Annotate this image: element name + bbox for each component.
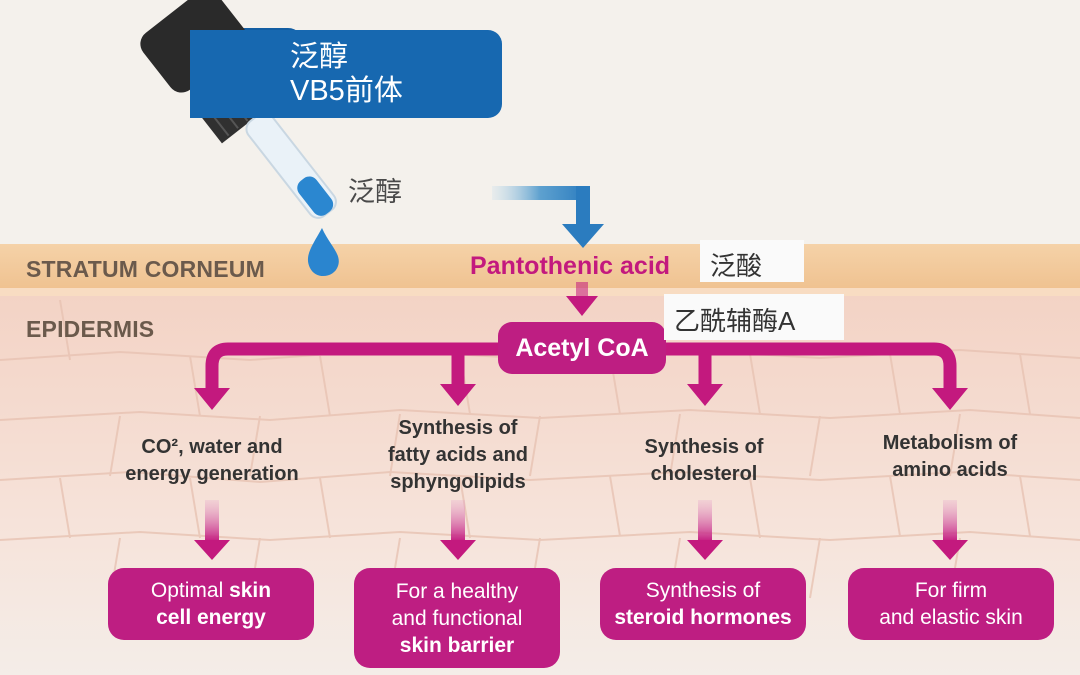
stratum-corneum-label: STRATUM CORNEUM xyxy=(26,256,265,282)
result-steroid-line2: steroid hormones xyxy=(614,606,792,629)
panthenol-drop-label: 泛醇 xyxy=(348,177,402,207)
result-firm-line1: For firm xyxy=(914,579,988,602)
pathway-amino-line1: Metabolism of xyxy=(882,432,1018,454)
epidermis-label: EPIDERMIS xyxy=(26,316,155,342)
cell-pattern xyxy=(0,299,1080,599)
panthenol-label-box: 泛醇 VB5前体 xyxy=(190,30,502,118)
branch-connector xyxy=(205,342,957,390)
pathway-cholesterol-line2: cholesterol xyxy=(650,463,758,485)
result-firm-elastic-skin: For firm and elastic skin xyxy=(848,568,1054,640)
pathway-energy-line1: CO², water and xyxy=(141,436,283,458)
blue-flow-arrow xyxy=(492,186,604,248)
panthenol-label-line1: 泛醇 xyxy=(290,41,349,73)
result-steroid-line1: Synthesis of xyxy=(645,579,761,602)
lower-arrows xyxy=(194,500,968,560)
pathway-amino-line2: amino acids xyxy=(892,459,1008,481)
pantothenic-acid-label: Pantothenic acid xyxy=(470,252,671,280)
panthenol-label-line2: VB5前体 xyxy=(290,75,403,107)
result-skin-barrier: For a healthy and functional skin barrie… xyxy=(354,568,560,668)
result-barrier-line3: skin barrier xyxy=(399,633,515,657)
pantothenic-acid-cn-label: 泛酸 xyxy=(700,240,804,282)
pathway-energy-text: CO², water and energy generation xyxy=(102,434,322,488)
pathway-lipids-text: Synthesis of fatty acids and sphyngolipi… xyxy=(350,415,566,496)
result-energy-part1: Optimal xyxy=(150,579,230,602)
result-barrier-line2: and functional xyxy=(391,606,523,630)
result-steroid-hormones: Synthesis of steroid hormones xyxy=(600,568,806,640)
pathway-cholesterol-line1: Synthesis of xyxy=(644,436,764,458)
pathway-cholesterol-text: Synthesis of cholesterol xyxy=(612,434,796,488)
result-energy-part3: cell energy xyxy=(156,606,266,629)
result-firm-line2: and elastic skin xyxy=(879,606,1023,629)
pathway-lipids-line2: fatty acids and xyxy=(387,444,529,466)
result-barrier-line1: For a healthy xyxy=(395,579,519,603)
pathway-lipids-line3: sphyngolipids xyxy=(390,471,526,493)
result-skin-cell-energy: Optimal skin cell energy xyxy=(108,568,314,640)
result-energy-part2: skin xyxy=(229,579,272,602)
branch-arrowheads xyxy=(194,384,968,410)
pathway-amino-text: Metabolism of amino acids xyxy=(858,430,1042,484)
acetyl-coa-node: Acetyl CoA xyxy=(498,322,666,374)
acetyl-coa-cn-label: 乙酰辅酶A xyxy=(664,294,844,340)
pathway-energy-line2: energy generation xyxy=(125,463,299,485)
pathway-lipids-line1: Synthesis of xyxy=(398,417,518,439)
arrow-pantothenic-to-acetyl xyxy=(566,282,598,316)
stratum-corneum-band xyxy=(0,244,1080,292)
